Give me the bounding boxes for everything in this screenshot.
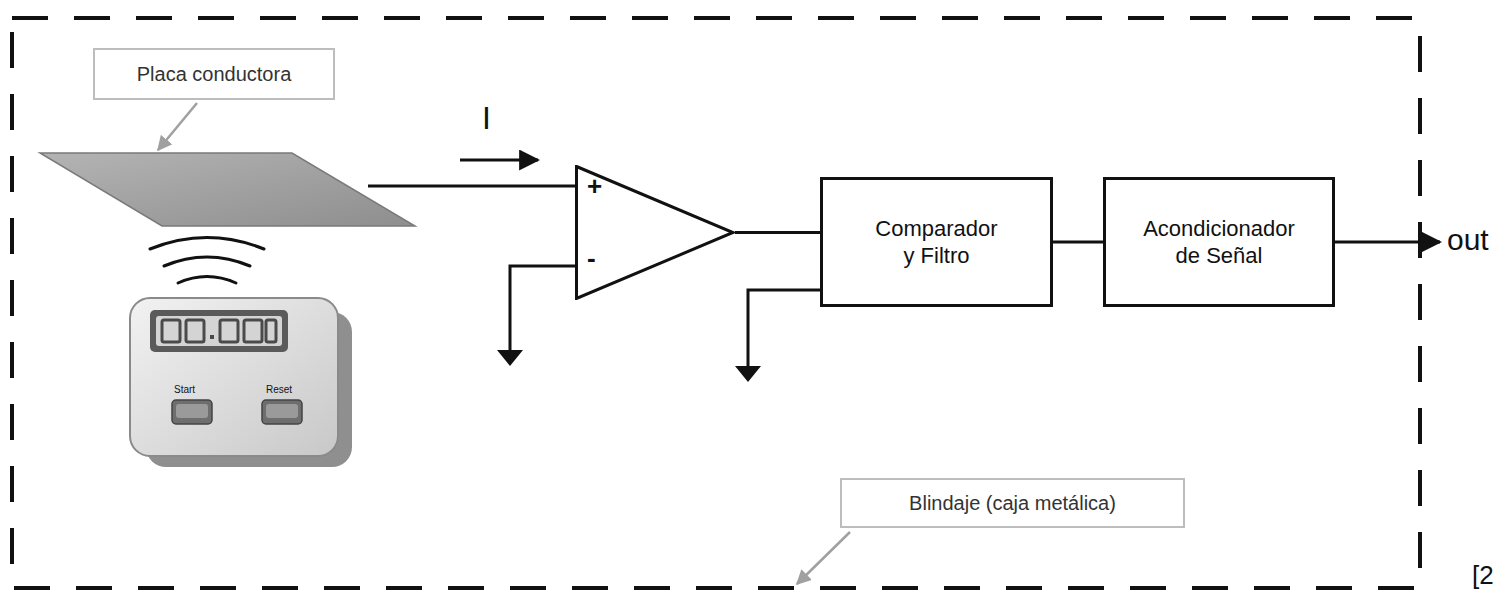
callout-box: Placa conductora <box>93 48 335 100</box>
box-label: Placa conductora <box>137 63 292 86</box>
wireless-waves <box>150 238 264 284</box>
output-arrow <box>1335 241 1440 244</box>
process-box: Acondicionador de Señal <box>1103 177 1335 307</box>
button-face <box>176 404 208 418</box>
button-label: Reset <box>266 385 292 395</box>
signal-wire <box>368 185 577 188</box>
button-label: Start <box>174 385 195 395</box>
reset-button <box>262 400 302 424</box>
reference-number: [2 <box>1472 562 1494 588</box>
button-face <box>266 404 298 418</box>
leader-line <box>797 532 850 584</box>
pin-sign: + <box>587 173 602 199</box>
box-label: Comparador y Filtro <box>875 215 997 270</box>
process-box: Comparador y Filtro <box>820 177 1053 307</box>
callout-box: Blindaje (caja metálica) <box>840 478 1185 528</box>
display-digits <box>162 320 276 342</box>
ground-wire <box>748 290 822 368</box>
start-button <box>172 400 212 424</box>
ground-wire <box>510 266 577 352</box>
pin-sign: - <box>587 245 596 271</box>
current-label: I <box>482 102 491 134</box>
op-amp-symbol <box>577 167 734 299</box>
signal-wire <box>1053 241 1103 244</box>
op-amp-triangle: +- <box>575 165 735 300</box>
shield-outline <box>12 18 1420 588</box>
conductive-plate <box>40 153 415 226</box>
signal-wire <box>735 231 820 234</box>
box-label: Blindaje (caja metálica) <box>909 492 1116 515</box>
box-label: Acondicionador de Señal <box>1143 215 1295 270</box>
display-screen <box>156 316 282 346</box>
ground-symbol <box>497 350 523 366</box>
current-arrow <box>460 159 538 162</box>
signal-name: out <box>1447 225 1489 255</box>
display-frame <box>150 310 288 352</box>
stopwatch-device <box>130 298 352 467</box>
leader-line <box>158 103 197 150</box>
ground-symbol <box>735 366 761 382</box>
